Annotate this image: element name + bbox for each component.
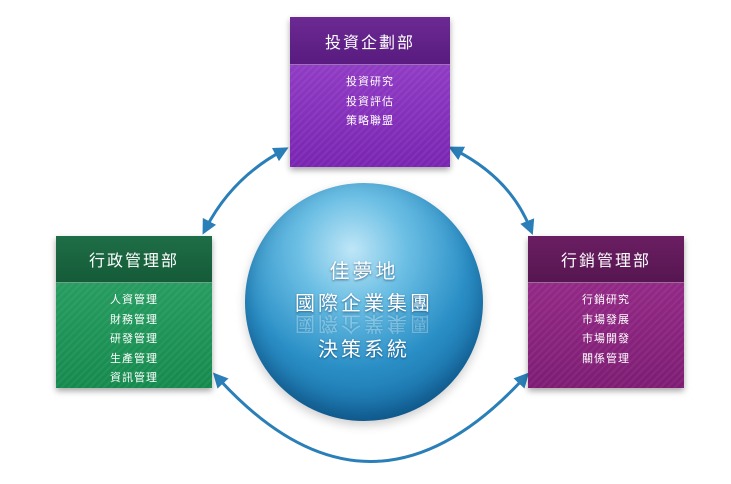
dept-title-admin: 行政管理部 [56, 236, 212, 283]
dept-item: 投資研究 [346, 75, 394, 88]
dept-item: 研發管理 [110, 332, 158, 345]
arrow-top-right [448, 146, 535, 235]
dept-item: 生產管理 [110, 351, 158, 365]
center-globe: 佳夢地 國際企業集團 國際企業集團 決策系統 [245, 183, 483, 421]
dept-title-marketing: 行銷管理部 [528, 236, 684, 283]
dept-item: 投資評估 [346, 94, 394, 108]
center-line-1: 佳夢地 [329, 259, 399, 283]
arrow-top-left [202, 147, 289, 235]
dept-box-marketing: 行銷管理部 行銷研究 市場發展 市場開發 關係管理 [528, 236, 684, 388]
dept-box-investment: 投資企劃部 投資研究 投資評估 策略聯盟 [290, 17, 450, 167]
dept-title-investment: 投資企劃部 [290, 17, 450, 65]
center-line-2: 國際企業集團 [295, 291, 433, 315]
arrow-bottom [212, 372, 530, 463]
dept-items-investment: 投資研究 投資評估 策略聯盟 [290, 65, 450, 131]
dept-item: 市場開發 [582, 332, 630, 345]
dept-item: 關係管理 [582, 351, 630, 365]
dept-item: 財務管理 [110, 312, 158, 326]
dept-items-marketing: 行銷研究 市場發展 市場開發 關係管理 [528, 283, 684, 368]
dept-item: 行銷研究 [582, 293, 630, 306]
dept-item: 資訊管理 [110, 371, 158, 384]
dept-item: 人資管理 [110, 293, 158, 306]
dept-box-admin: 行政管理部 人資管理 財務管理 研發管理 生產管理 資訊管理 [56, 236, 212, 388]
center-line-3: 決策系統 [318, 337, 410, 361]
dept-item: 策略聯盟 [346, 114, 394, 127]
dept-items-admin: 人資管理 財務管理 研發管理 生產管理 資訊管理 [56, 283, 212, 388]
dept-item: 市場發展 [582, 312, 630, 326]
